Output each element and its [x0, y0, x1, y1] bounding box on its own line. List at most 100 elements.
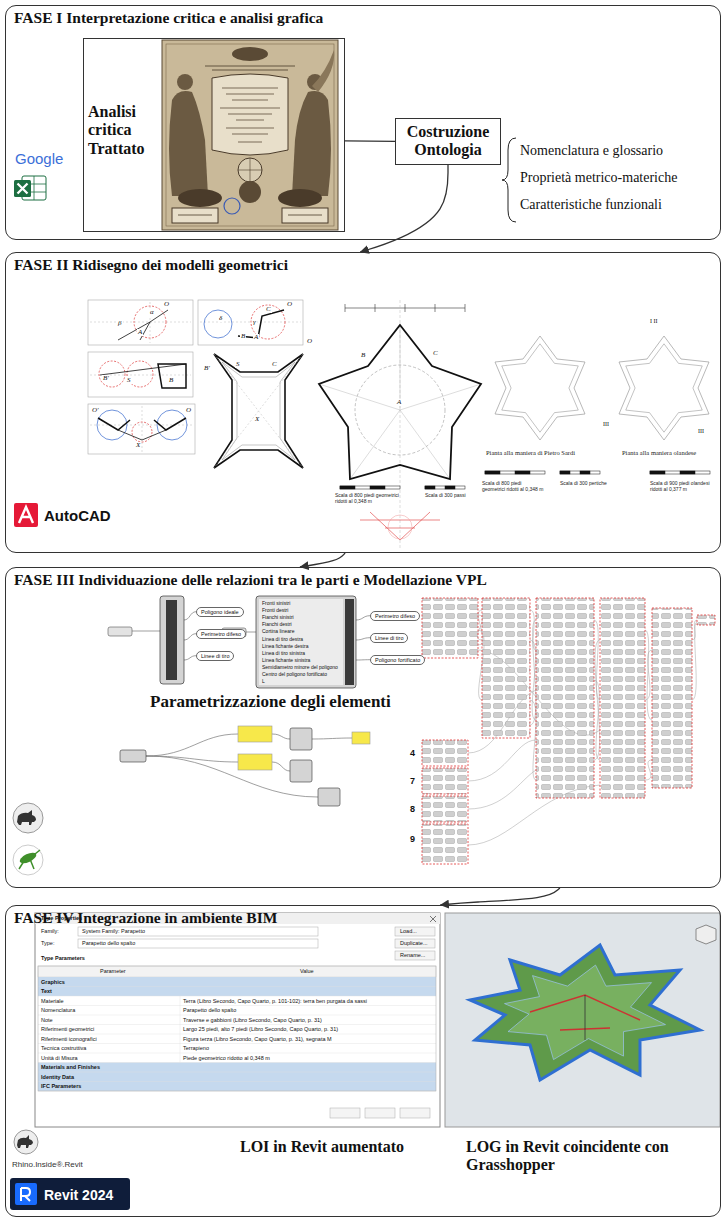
plan-caption: Pianta alla maniera di Pietro Sardi: [486, 449, 575, 456]
list-item: Caratteristiche funzionali: [520, 197, 662, 213]
callout-number: 9: [410, 834, 415, 844]
scale-bar: [650, 471, 710, 474]
construction-drawing: [502, 344, 579, 432]
construction-drawing: [345, 304, 465, 312]
process-box: Costruzione Ontologia: [395, 118, 501, 165]
point-letter: X: [135, 442, 141, 449]
plan-caption: Pianta alla maniera olandese: [622, 449, 696, 456]
point-letter: S: [235, 361, 241, 368]
roman-numeral: I II: [650, 318, 658, 324]
phase-title: FASE I Interpretazione critica e analisi…: [14, 9, 323, 28]
treatise-frontispiece: [239, 181, 261, 203]
table-cell: Materiale: [41, 998, 64, 1004]
rhino-icon: [17, 810, 36, 825]
point-letter: δ: [218, 315, 223, 322]
construction-drawing: [319, 325, 481, 479]
parameter-name: Semidiametro minore del poligono: [262, 664, 338, 670]
table-cell: Traverse e gabbioni (Libro Secondo, Capo…: [183, 1017, 322, 1023]
treatise-frontispiece: [178, 189, 222, 207]
construction-drawing: [88, 300, 709, 548]
revit-type-properties: [400, 1108, 430, 1118]
point-letter: A: [253, 334, 259, 341]
construction-drawing: [99, 361, 125, 387]
output-tag: Linee di tiro: [370, 633, 408, 643]
revit-badge: [15, 1183, 37, 1205]
parameter-name: Fronti destri: [262, 607, 288, 613]
caption-text: LOG in Revit coincidente con Grasshopper: [466, 1138, 706, 1174]
table-cell: System Family: Parapetto: [82, 928, 145, 934]
construction-drawing: [97, 310, 232, 440]
grasshopper-definition: [290, 728, 312, 750]
grasshopper-definition: [422, 598, 478, 658]
excel-icon: [14, 180, 31, 197]
grasshopper-definition: [120, 750, 146, 762]
excel-icon: [14, 176, 46, 200]
autocad-icon: [14, 503, 38, 527]
grasshopper-definition: [238, 754, 272, 770]
scale-note: Scala di 800 piedi geometrici ridotti al…: [482, 480, 544, 492]
point-letter: O: [185, 407, 192, 414]
parameter-name: Cortina lineare: [262, 628, 295, 634]
scale-bar: [485, 471, 500, 474]
construction-drawing: [98, 418, 186, 430]
point-letter: O: [163, 301, 170, 308]
construction-drawing: [132, 422, 152, 442]
scale-note: Scala di 900 piedi olandesi ridotti al 0…: [650, 480, 712, 492]
treatise-frontispiece: [166, 44, 334, 226]
grasshopper-definition: [345, 599, 354, 685]
revit-type-properties: [430, 916, 436, 922]
point-letter: A: [396, 399, 402, 406]
construction-drawing: [118, 430, 166, 440]
treatise-frontispiece: [232, 47, 268, 61]
revit-type-properties: [330, 1108, 360, 1118]
construction-drawing: [97, 410, 127, 440]
table-cell: Figura terza (Libro Secondo, Capo Quarto…: [183, 1036, 332, 1042]
logo-text: Revit 2024: [44, 1187, 113, 1203]
box-label: Costruzione Ontologia: [400, 123, 496, 160]
scale-note: Scala di 800 piedi geometrici ridotti al…: [335, 492, 405, 504]
table-cell: Note: [41, 1017, 53, 1023]
construction-drawing: [619, 336, 709, 440]
scale-bar: [560, 471, 570, 474]
grasshopper-definition: [246, 632, 256, 633]
point-letter: B: [240, 333, 246, 340]
construction-drawing: [214, 354, 303, 468]
scale-note: Scala di 300 pertiche: [560, 480, 607, 486]
grasshopper-definition: [422, 796, 468, 822]
scale-bar: [370, 486, 385, 489]
point-letter: γ: [252, 319, 257, 326]
phase-panel: FASE IV Integrazione in ambiente BIM: [5, 905, 721, 1217]
grasshopper-definition: [536, 598, 594, 798]
logo-text: Rhino.Inside®.Revit: [12, 1160, 83, 1169]
phase-title: FASE III Individuazione delle relazioni …: [14, 571, 487, 590]
point-letter: O: [306, 338, 313, 345]
grasshopper-definition: [256, 596, 356, 688]
treatise-frontispiece: [162, 40, 338, 230]
construction-drawing: [360, 512, 440, 540]
revit-type-properties: [38, 1063, 436, 1092]
table-cell: Terrapieno: [183, 1045, 209, 1051]
grasshopper-definition: [146, 734, 352, 797]
autocad-icon: [19, 507, 33, 523]
revit-3d-view: [585, 995, 586, 1040]
grasshopper-definition: [238, 726, 272, 742]
revit-type-properties: [395, 951, 435, 960]
grasshopper-definition: [422, 824, 468, 864]
flow-arrow: [440, 888, 560, 905]
scale-bar: [425, 486, 435, 489]
parameter-name: L: [262, 678, 265, 684]
grasshopper-definition: [422, 768, 468, 794]
table-cell: Unità di Misura: [41, 1055, 78, 1061]
grasshopper-definition: [132, 631, 160, 632]
construction-drawing: [157, 410, 187, 440]
table-cell: Terra (Libro Secondo, Capo Quarto, p. 10…: [183, 998, 367, 1004]
scale-bar: [680, 471, 695, 474]
point-letter: C: [265, 306, 272, 313]
grasshopper-definition: [356, 616, 370, 660]
output-tag: Poligono ideale: [196, 607, 244, 617]
treatise-frontispiece: [205, 66, 295, 70]
scale-bar: [340, 486, 400, 489]
phase-panel: FASE II Ridisegno dei modelli geometrici: [5, 252, 721, 553]
rhino-inside-icon: [17, 1135, 33, 1148]
